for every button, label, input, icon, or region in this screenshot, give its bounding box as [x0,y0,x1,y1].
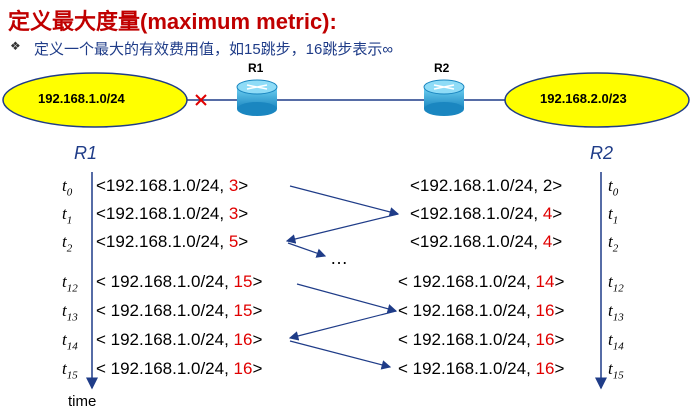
r2-time-tick-label: t0 [608,176,619,199]
r1-route-entry: <192.168.1.0/24, 5> [96,232,249,251]
r2-route-entry: < 192.168.1.0/24, 16> [398,359,565,378]
router-r2-label: R2 [434,61,450,75]
right-network-ellipse [504,72,690,128]
r2-route-entry: < 192.168.1.0/24, 16> [398,301,565,320]
bullet-label: 定义一个最大的有效费用值，如15跳步，16跳步表示∞ [34,41,394,58]
r2-time-tick-label: t15 [608,359,624,382]
r2-route-entry: < 192.168.1.0/24, 14> [398,272,565,291]
diamond-bullet-icon: ❖ [10,39,21,53]
r2-column-header: R2 [590,143,614,163]
r1-time-tick-label: t0 [62,176,73,199]
r2-time-tick-label: t12 [608,272,624,295]
router-r2-icon [423,79,465,116]
router-r1-icon [236,79,278,116]
router-r1-label: R1 [248,61,264,75]
update-arrow-r2-t13-to-r1-t14 [288,310,397,341]
ellipsis: … [330,248,348,268]
r1-time-tick-label: t12 [62,272,78,295]
left-network-label: 192.168.1.0/24 [38,91,125,106]
update-arrow-r1-t2-onward [287,242,327,258]
r2-time-tick-label: t2 [608,232,619,255]
update-arrow-r1-t0-to-r2-t1 [289,185,400,217]
update-arrow-r1-t12-to-r2-t13 [296,283,398,314]
r2-route-entry: <192.168.1.0/24, 4> [410,204,563,223]
r2-route-entry: <192.168.1.0/24, 2> [410,176,563,195]
r2-time-tick-label: t13 [608,301,624,324]
r2-time-tick-label: t1 [608,204,619,227]
r1-route-entry: < 192.168.1.0/24, 15> [96,272,263,291]
r1-route-entry: < 192.168.1.0/24, 15> [96,301,263,320]
r1-route-entry: < 192.168.1.0/24, 16> [96,359,263,378]
r2-route-entry: < 192.168.1.0/24, 16> [398,330,565,349]
r1-time-tick-label: t13 [62,301,78,324]
r2-time-tick-label: t14 [608,330,624,353]
slide-title: 定义最大度量(maximum metric): [8,9,337,34]
bullet-text: ❖ 定义一个最大的有效费用值，如15跳步，16跳步表示∞ [10,38,394,59]
r2-route-entry: <192.168.1.0/24, 4> [410,232,563,251]
update-arrow-r2-t1-to-r1-t2 [285,213,399,244]
link-failure-x-icon [195,94,207,106]
r1-time-tick-label: t2 [62,232,73,255]
update-arrow-r1-t14-to-r2-t15 [289,340,392,370]
r1-time-tick-label: t1 [62,204,73,227]
r1-route-entry: < 192.168.1.0/24, 16> [96,330,263,349]
r1-column-header: R1 [74,143,98,163]
r1-route-entry: <192.168.1.0/24, 3> [96,176,249,195]
r1-time-tick-label: t15 [62,359,78,382]
time-axis-label: time [68,393,97,410]
r1-time-tick-label: t14 [62,330,78,353]
right-network-label: 192.168.2.0/23 [540,91,627,106]
left-network-ellipse [2,72,188,128]
r1-route-entry: <192.168.1.0/24, 3> [96,204,249,223]
